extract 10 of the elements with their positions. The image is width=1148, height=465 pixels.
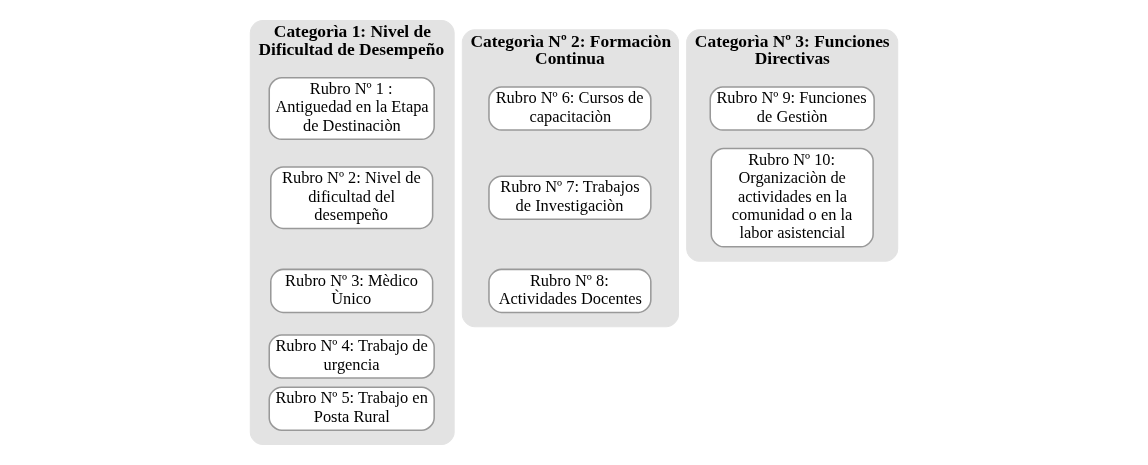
node-box: Rubro Nº 7: Trabajos de Investigaciòn [488, 175, 652, 220]
node-box: Rubro Nº 8: Actividades Docentes [488, 268, 652, 314]
node-box: Rubro Nº 6: Cursos de capacitaciòn [488, 86, 652, 131]
node-box: Rubro Nº 10: Organizaciòn de actividades en la comunidad o en la labor asistencial [710, 147, 874, 248]
node-box: Rubro Nº 2: Nivel de dificultad del desempeño [270, 166, 434, 230]
node-box: Rubro Nº 4: Trabajo de urgencia [268, 334, 435, 379]
node-box: Rubro Nº 1 : Antiguedad en la Etapa de Destinaciòn [268, 77, 435, 141]
node-box: Rubro Nº 5: Trabajo en Posta Rural [268, 386, 435, 431]
node-box: Rubro Nº 3: Mèdico Ùnico [270, 268, 434, 314]
node-box: Rubro Nº 9: Funciones de Gestiòn [709, 86, 875, 131]
